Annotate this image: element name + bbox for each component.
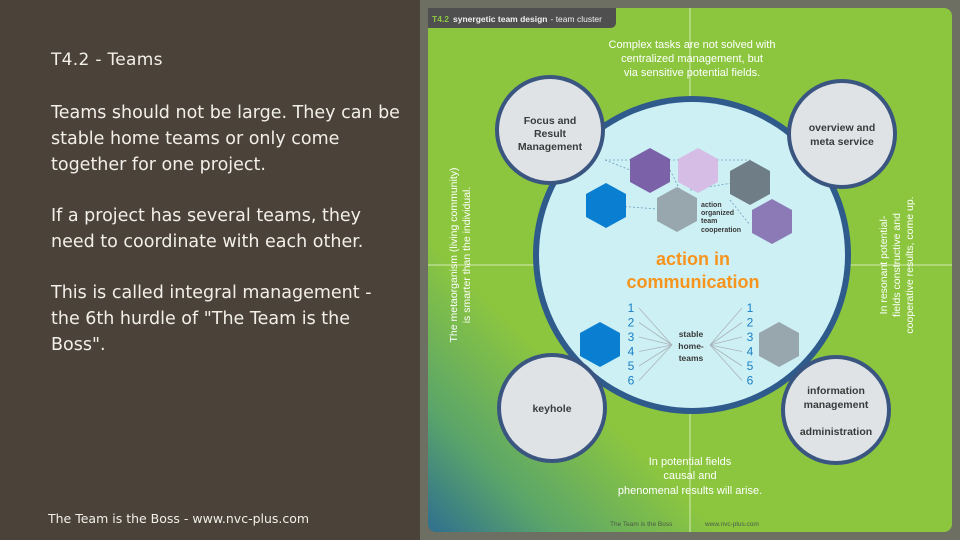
center-title-line-1: action in — [656, 249, 730, 269]
hexagon-blue-1 — [586, 183, 626, 228]
home-number-right-6: 6 — [747, 374, 754, 388]
center-title-line-2: communication — [626, 272, 759, 292]
corner-top-left-line-3: Management — [518, 141, 583, 153]
connector-left-1 — [638, 307, 673, 346]
connector-left-5 — [638, 344, 673, 367]
figure-header-tab — [428, 8, 616, 28]
slide-footer: The Team is the Boss - www.nvc-plus.com — [48, 511, 310, 526]
text-panel: T4.2 - Teams Teams should not be large. … — [0, 0, 420, 540]
connector-left-2 — [638, 322, 673, 346]
connector-right-4 — [709, 344, 743, 352]
home-number-right-4: 4 — [747, 345, 754, 359]
corner-bottom-right-line-1: information — [807, 385, 865, 397]
hexagon-gray-2 — [657, 187, 697, 232]
action-label-line-3: team — [701, 218, 717, 225]
home-number-left-3: 3 — [628, 330, 635, 344]
connector-right-3 — [709, 336, 743, 346]
paragraph-2: If a project has several teams, they nee… — [51, 206, 364, 252]
paragraph-3: This is called integral management - the… — [51, 283, 372, 355]
hexagon-lavender — [678, 148, 718, 193]
corner-circle-top-right: overview and meta service — [787, 79, 897, 189]
hexagon-blue-home — [580, 322, 620, 367]
top-text-line-3: via sensitive potential fields. — [624, 67, 760, 79]
home-label-line-2: home- — [678, 341, 704, 351]
corner-top-right-line-1: overview and — [809, 122, 876, 134]
corner-circle-bottom-right: information management administration — [781, 355, 891, 465]
top-text-line-1: Complex tasks are not solved with — [609, 39, 776, 51]
left-side-text-line-2: is smarter than the individual. — [461, 187, 473, 324]
slide-title: T4.2 - Teams — [51, 50, 163, 70]
home-number-left-5: 5 — [628, 359, 635, 373]
home-number-right-3: 3 — [747, 330, 754, 344]
home-number-right-1: 1 — [747, 301, 754, 315]
right-side-text-line-3: cooperative results, come up. — [904, 196, 916, 333]
home-label-line-3: teams — [679, 353, 704, 363]
connector-right-5 — [709, 344, 743, 367]
action-label-line-2: organized — [701, 210, 734, 217]
connector-left-4 — [638, 344, 673, 352]
figure-footer-left: The Team is the Boss — [610, 521, 673, 528]
bottom-text-line-3: phenomenal results will arise. — [618, 485, 762, 497]
corner-top-left-line-2: Result — [534, 128, 567, 140]
home-number-left-4: 4 — [628, 345, 635, 359]
corner-top-right-line-2: meta service — [810, 136, 874, 148]
home-number-left-1: 1 — [628, 301, 635, 315]
connector-right-1 — [709, 307, 743, 346]
hexagon-gray-1 — [730, 160, 770, 205]
hexagon-purple-2 — [752, 199, 792, 244]
home-number-right-5: 5 — [747, 359, 754, 373]
hexagon-purple-1 — [630, 148, 670, 193]
figure-footer-right: www.nvc-plus.com — [704, 521, 759, 528]
corner-circle-top-left: Focus and Result Management — [495, 75, 605, 185]
corner-bottom-left-label: keyhole — [532, 403, 571, 415]
corner-top-left-line-1: Focus and — [524, 115, 577, 127]
corner-bottom-right-line-2: management — [804, 399, 869, 411]
action-team-hexagons — [586, 148, 792, 244]
connector-right-6 — [709, 344, 743, 381]
corner-bottom-right-line-4: administration — [800, 426, 872, 438]
home-number-left-2: 2 — [628, 316, 635, 330]
top-text-line-2: centralized management, but — [621, 53, 763, 65]
connector-left-3 — [638, 336, 673, 346]
connector-right-2 — [709, 322, 743, 346]
action-label-line-4: cooperation — [701, 227, 741, 234]
bottom-text-line-2: causal and — [663, 470, 716, 482]
connector-left-6 — [638, 344, 673, 381]
left-side-text-line-1: The metaorganism (living community) — [448, 167, 460, 342]
right-side-text-line-1: In resonant potential- — [878, 215, 890, 314]
action-label-line-1: action — [701, 202, 722, 209]
home-label-line-1: stable — [679, 329, 704, 339]
corner-circle-bottom-left: keyhole — [497, 353, 607, 463]
home-number-right-2: 2 — [747, 316, 754, 330]
bottom-text-line-1: In potential fields — [649, 456, 732, 468]
right-side-text-line-2: fields constructive and — [891, 213, 903, 317]
home-team-connectors — [638, 307, 743, 381]
home-number-left-6: 6 — [628, 374, 635, 388]
hexagon-gray-home — [759, 322, 799, 367]
paragraph-1: Teams should not be large. They can be s… — [51, 103, 400, 175]
